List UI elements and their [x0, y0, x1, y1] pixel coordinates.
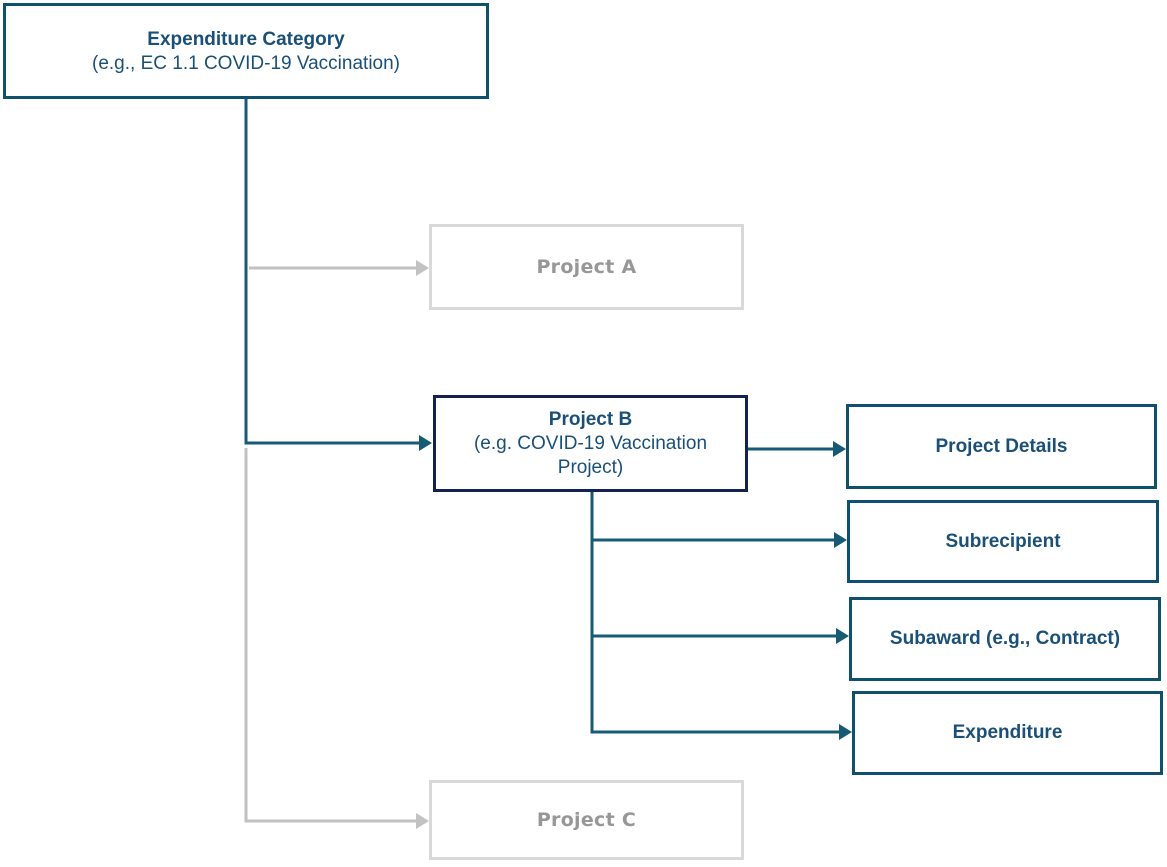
project-details-node: Project Details: [846, 404, 1157, 489]
project-details-label: Project Details: [935, 435, 1068, 457]
expenditure-category-sublabel: (e.g., EC 1.1 COVID-19 Vaccination): [92, 52, 400, 74]
arrowhead-subaward: [836, 628, 849, 644]
arrowhead-project-details: [833, 441, 846, 457]
arrowhead-subrecipient: [834, 532, 847, 548]
project-b-node: Project B (e.g. COVID-19 Vaccination Pro…: [433, 395, 748, 492]
expenditure-node: Expenditure: [852, 691, 1163, 775]
project-b-label: Project B: [548, 408, 633, 430]
expenditure-category-node: Expenditure Category (e.g., EC 1.1 COVID…: [3, 3, 489, 99]
expenditure-label: Expenditure: [952, 722, 1063, 743]
arrowhead-project-c: [416, 813, 429, 829]
subaward-node: Subaward (e.g., Contract): [849, 597, 1161, 681]
arrowhead-project-b: [419, 435, 432, 451]
connector-ec-to-project-c: [244, 448, 416, 823]
project-c-label: Project C: [536, 809, 637, 831]
expenditure-category-label: Expenditure Category: [147, 28, 345, 50]
subaward-label: Subaward (e.g., Contract): [889, 628, 1121, 649]
project-a-node: Project A: [429, 224, 744, 310]
subrecipient-node: Subrecipient: [847, 500, 1159, 583]
connector-ec-to-project-b: [244, 99, 419, 445]
connector-b-drop: [590, 492, 839, 734]
project-a-label: Project A: [536, 256, 637, 278]
project-c-node: Project C: [429, 780, 744, 860]
project-b-sublabel: (e.g. COVID-19 Vaccination Project): [473, 432, 708, 478]
arrowhead-project-a: [416, 260, 429, 276]
arrowhead-expenditure: [839, 724, 852, 740]
subrecipient-label: Subrecipient: [945, 530, 1061, 552]
